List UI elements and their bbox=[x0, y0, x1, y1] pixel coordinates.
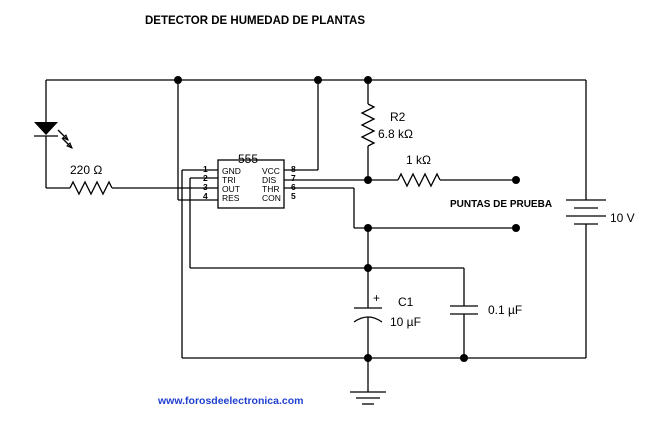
led bbox=[34, 80, 73, 188]
pin-1-name: GND bbox=[222, 166, 241, 176]
capacitor-c1 bbox=[353, 307, 383, 358]
r2-value: 6.8 kΩ bbox=[378, 127, 413, 141]
c1-polarity: + bbox=[373, 291, 380, 305]
pin-7-num: 7 bbox=[291, 173, 296, 183]
resistor-r2 bbox=[360, 80, 376, 180]
battery-label: 10 V bbox=[610, 211, 635, 225]
probe-label: PUNTAS DE PRUEBA bbox=[450, 199, 552, 210]
pin-8-name: VCC bbox=[262, 166, 280, 176]
pin-6-num: 6 bbox=[291, 182, 296, 192]
battery bbox=[566, 80, 606, 358]
pin-4-name: RES bbox=[222, 193, 240, 203]
vcc-wire bbox=[284, 80, 319, 171]
probe-terminals bbox=[512, 176, 520, 232]
pin-7-name: DIS bbox=[262, 175, 277, 185]
pin-2-num: 2 bbox=[203, 173, 208, 183]
ground-symbol bbox=[350, 358, 386, 405]
pin-3-name: OUT bbox=[222, 184, 240, 194]
c2-value: 0.1 µF bbox=[488, 303, 522, 317]
resistor-1k bbox=[368, 172, 516, 188]
pin-4-num: 4 bbox=[203, 191, 208, 201]
pin-5-name: CON bbox=[262, 193, 281, 203]
r2-name: R2 bbox=[390, 110, 406, 124]
pin-8-num: 8 bbox=[291, 164, 296, 174]
capacitor-c2 bbox=[450, 268, 478, 358]
pin-2-name: TRI bbox=[222, 175, 236, 185]
resistor-1k-label: 1 kΩ bbox=[406, 153, 431, 167]
pin-5-num: 5 bbox=[291, 191, 296, 201]
tri-wire bbox=[189, 177, 464, 269]
ic-name: 555 bbox=[238, 152, 258, 166]
junction-dots bbox=[174, 76, 468, 362]
pin-3-num: 3 bbox=[203, 182, 208, 192]
c1-value: 10 µF bbox=[390, 315, 421, 329]
diagram-title: DETECTOR DE HUMEDAD DE PLANTAS bbox=[145, 15, 365, 27]
pin-6-name: THR bbox=[262, 184, 279, 194]
resistor-220-label: 220 Ω bbox=[70, 163, 102, 177]
ic-555 bbox=[217, 159, 285, 209]
pin-1-num: 1 bbox=[203, 164, 208, 174]
c1-name: C1 bbox=[398, 295, 414, 309]
resistor-220 bbox=[46, 180, 208, 196]
gnd-wire bbox=[181, 169, 218, 358]
thr-wire bbox=[284, 187, 516, 229]
res-wire bbox=[177, 80, 218, 201]
source-url: www.forosdeelectronica.com bbox=[157, 395, 303, 407]
